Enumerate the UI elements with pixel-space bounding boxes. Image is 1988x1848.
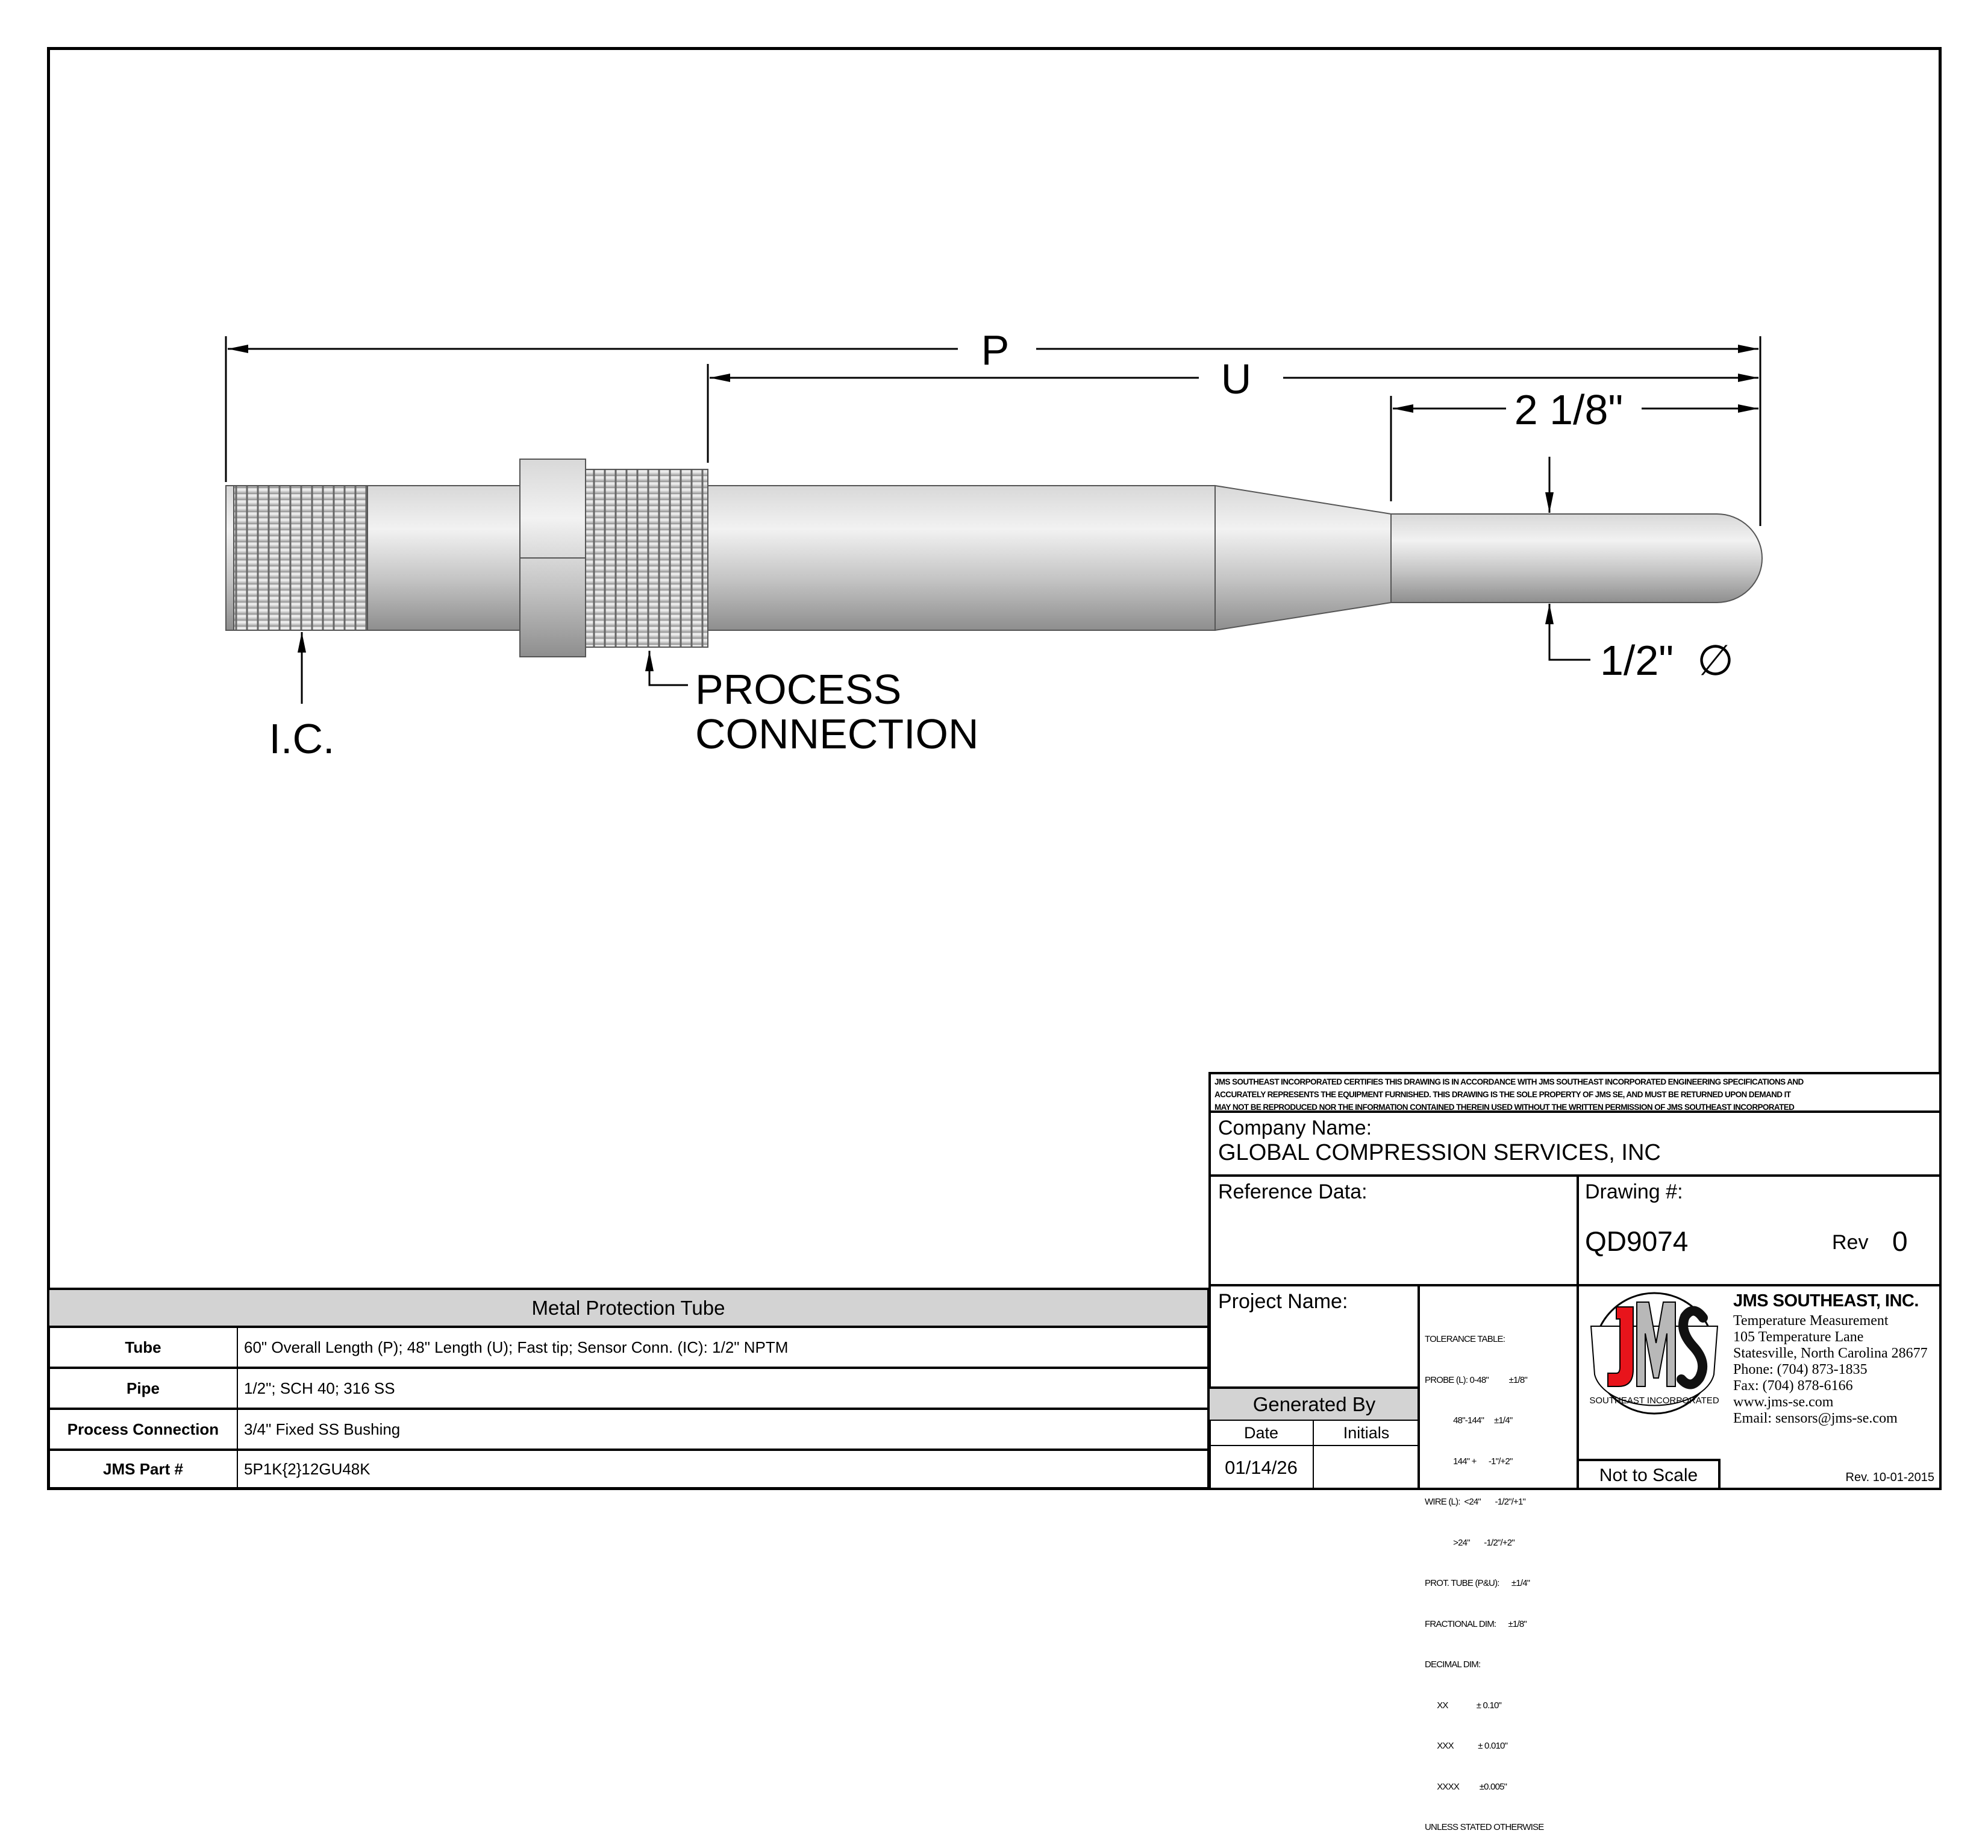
- project-label: Project Name:: [1218, 1290, 1348, 1313]
- dimension-lines: [225, 336, 1761, 704]
- address-line: Temperature Measurement: [1733, 1313, 1889, 1329]
- dim-tip-length-label: 2 1/8": [1514, 386, 1624, 433]
- tolerance-line: PROBE (L): 0-48" ±1/8": [1425, 1374, 1528, 1385]
- not-to-scale-label: Not to Scale: [1579, 1459, 1721, 1490]
- tolerance-line: WIRE (L): <24" -1/2"/+1": [1425, 1497, 1526, 1507]
- jms-company-name: JMS SOUTHEAST, INC.: [1733, 1291, 1919, 1311]
- row-key: Process Connection: [49, 1410, 238, 1449]
- row-value: 60" Overall Length (P); 48" Length (U); …: [244, 1338, 789, 1356]
- form-revision: Rev. 10-01-2015: [1845, 1471, 1935, 1484]
- row-key: JMS Part #: [49, 1451, 238, 1488]
- cert-line: JMS SOUTHEAST INCORPORATED CERTIFIES THI…: [1214, 1077, 1804, 1086]
- logo-letter-j: [1607, 1306, 1634, 1387]
- row-value: 5P1K{2}12GU48K: [244, 1460, 370, 1478]
- tolerance-line: DECIMAL DIM:: [1425, 1659, 1481, 1670]
- sheath: [707, 485, 1216, 631]
- cert-line: ACCURATELY REPRESENTS THE EQUIPMENT FURN…: [1214, 1090, 1791, 1099]
- drawing-number-cell: Drawing #: QD9074 Rev 0: [1577, 1174, 1942, 1286]
- address-line: Statesville, North Carolina 28677: [1733, 1345, 1928, 1361]
- rev-label: Rev: [1832, 1231, 1869, 1254]
- generated-by-header: Generated By: [1210, 1386, 1419, 1421]
- address-line: Fax: (704) 878-6166: [1733, 1378, 1853, 1394]
- company-value: GLOBAL COMPRESSION SERVICES, INC: [1218, 1140, 1661, 1165]
- sensor-connection-threads: [233, 485, 368, 631]
- jms-logo: SOUTHEAST INCORPORATED: [1589, 1292, 1719, 1415]
- logo-letter-s: [1677, 1306, 1708, 1389]
- company-info-cell: SOUTHEAST INCORPORATED JMS SOUTHEAST, IN…: [1577, 1284, 1942, 1490]
- cert-line: MAY NOT BE REPRODUCED NOR THE INFORMATIO…: [1214, 1103, 1795, 1112]
- dim-p-label: P: [981, 327, 1010, 374]
- address-line: Phone: (704) 873-1835: [1733, 1362, 1868, 1377]
- certification-notice: JMS SOUTHEAST INCORPORATED CERTIFIES THI…: [1208, 1072, 1942, 1113]
- date-label: Date: [1210, 1421, 1314, 1446]
- process-connection-label-1: PROCESS: [695, 666, 901, 713]
- table-row: Process Connection 3/4" Fixed SS Bushing: [47, 1410, 1210, 1451]
- tolerance-line: 48"-144" ±1/4": [1425, 1415, 1513, 1426]
- address-link-email: Email: sensors@jms-se.com: [1733, 1411, 1898, 1426]
- tolerance-line: >24" -1/2"/+2": [1425, 1537, 1515, 1548]
- tolerance-line: 144" + -1"/+2": [1425, 1456, 1513, 1467]
- date-value: 01/14/26: [1210, 1446, 1314, 1489]
- tolerance-line: UNLESS STATED OTHERWISE: [1425, 1822, 1544, 1832]
- tolerance-line: TOLERANCE TABLE:: [1425, 1334, 1505, 1344]
- drawing-number: QD9074: [1585, 1226, 1689, 1257]
- tolerance-line: XX ± 0.10": [1425, 1700, 1502, 1711]
- address-line: 105 Temperature Lane: [1733, 1329, 1864, 1345]
- table-row: Tube 60" Overall Length (P); 48" Length …: [47, 1328, 1210, 1369]
- tolerance-line: FRACTIONAL DIM: ±1/8": [1425, 1618, 1527, 1629]
- initials-label: Initials: [1314, 1421, 1419, 1446]
- table-row: JMS Part # 5P1K{2}12GU48K: [47, 1451, 1210, 1490]
- ic-label: I.C.: [269, 715, 335, 762]
- process-connection-threads: [585, 469, 708, 648]
- taper: [1214, 484, 1392, 631]
- dim-u-label: U: [1221, 356, 1252, 402]
- tolerance-line: PROT. TUBE (P&U): ±1/4": [1425, 1578, 1530, 1588]
- row-value: 3/4" Fixed SS Bushing: [244, 1420, 401, 1438]
- logo-letter-m: [1636, 1301, 1676, 1387]
- row-value: 1/2"; SCH 40; 316 SS: [244, 1379, 395, 1397]
- dim-tip-diameter-label: 1/2" ∅: [1600, 637, 1734, 684]
- rev-value: 0: [1892, 1226, 1908, 1257]
- process-connection-label-2: CONNECTION: [695, 710, 979, 757]
- table-row: Pipe 1/2"; SCH 40; 316 SS: [47, 1369, 1210, 1410]
- reference-data-cell: Reference Data:: [1208, 1174, 1579, 1286]
- drawing-label: Drawing #:: [1585, 1180, 1683, 1203]
- row-key: Pipe: [49, 1369, 238, 1408]
- address-link-website: www.jms-se.com: [1733, 1394, 1834, 1410]
- tolerance-table: TOLERANCE TABLE: PROBE (L): 0-48" ±1/8" …: [1418, 1284, 1579, 1832]
- spec-table-title: Metal Protection Tube: [47, 1288, 1210, 1328]
- logo-ring-text: SOUTHEAST INCORPORATED: [1589, 1395, 1719, 1406]
- reference-label: Reference Data:: [1218, 1180, 1368, 1203]
- company-label: Company Name:: [1218, 1117, 1372, 1139]
- fast-tip: [1390, 513, 1763, 603]
- protection-tube-drawing: P U 2 1/8" 1/2" ∅ I.C. PROCESS CONNECTIO…: [225, 327, 1763, 762]
- company-cell: Company Name: GLOBAL COMPRESSION SERVICE…: [1208, 1110, 1942, 1177]
- row-key: Tube: [49, 1328, 238, 1367]
- tolerance-line: XXX ± 0.010": [1425, 1741, 1508, 1751]
- tube-body: [225, 459, 1763, 657]
- tolerance-line: XXXX ±0.005": [1425, 1781, 1507, 1792]
- jms-address: Temperature Measurement 105 Temperature …: [1733, 1313, 1928, 1427]
